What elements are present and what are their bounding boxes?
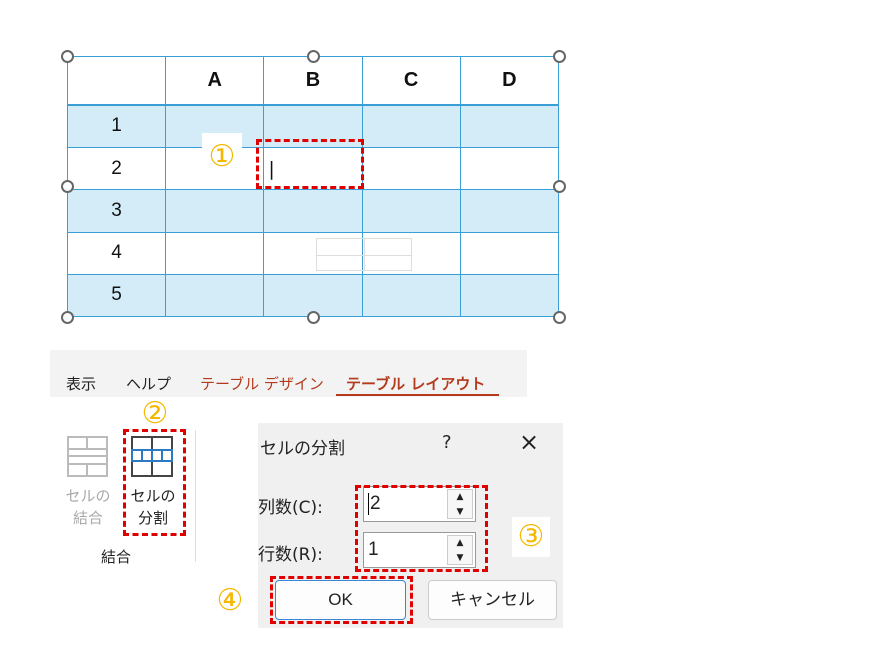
resize-handle[interactable] [307,50,320,63]
decrement-icon[interactable]: ▼ [456,553,464,563]
increment-icon[interactable]: ▲ [456,492,464,502]
row-label[interactable]: 1 [66,103,167,149]
resize-handle[interactable] [307,311,320,324]
header-cell[interactable]: D [459,56,560,106]
increment-icon[interactable]: ▲ [456,538,464,548]
active-tab-underline [336,394,499,396]
step-2-marker: ② [137,398,173,430]
split-cells-button[interactable] [131,436,173,481]
cell[interactable] [361,103,461,149]
rows-label: 行数(R): [258,545,323,565]
highlight-ok [270,576,413,624]
resize-handle[interactable] [553,311,566,324]
tab-table-layout[interactable]: テーブル レイアウト [346,375,486,393]
selected-cell[interactable]: | [263,147,363,191]
row-label[interactable]: 5 [66,273,167,318]
cell[interactable] [459,189,560,233]
split-cells-icon [131,436,173,477]
group-label-merge: 結合 [101,548,132,566]
highlight-split-button [123,429,186,536]
cell[interactable] [361,189,461,233]
cancel-button[interactable]: キャンセル [428,580,557,620]
merge-cells-icon [67,436,108,477]
close-button[interactable]: × [519,428,540,456]
group-separator [195,430,196,562]
merge-cells-label: セルの結合 [65,487,111,527]
merge-cells-button[interactable] [67,436,108,481]
columns-input[interactable]: 2 [368,493,381,515]
rows-input[interactable]: 1 [368,539,379,560]
resize-handle[interactable] [61,50,74,63]
columns-label: 列数(C): [258,498,323,518]
step-1-marker: ① [202,133,242,181]
cell[interactable] [165,273,265,318]
text-cursor: | [268,157,275,180]
cell[interactable] [165,231,265,275]
cell[interactable] [263,189,363,233]
resize-handle[interactable] [61,180,74,193]
cell[interactable] [165,189,265,233]
tab-help[interactable]: ヘルプ [126,375,172,393]
resize-handle[interactable] [61,311,74,324]
resize-handle[interactable] [553,180,566,193]
row-label[interactable]: 4 [66,231,167,275]
cell[interactable] [263,273,363,318]
step-4-marker: ④ [211,582,249,620]
ok-button[interactable]: OK [275,580,406,620]
header-cell[interactable]: B [263,56,363,106]
header-cell[interactable]: A [165,56,265,106]
header-cell[interactable]: C [361,56,461,106]
cell[interactable] [459,147,560,191]
dialog-title: セルの分割 [260,439,345,459]
cell[interactable] [361,147,461,191]
tab-table-design[interactable]: テーブル デザイン [200,375,324,393]
resize-handle[interactable] [553,50,566,63]
highlight-cell [256,139,364,189]
split-cells-label: セルの分割 [130,487,176,527]
tab-view[interactable]: 表示 [66,375,97,393]
corner-cell[interactable] [66,56,167,106]
ribbon-tabs [50,350,527,397]
cell[interactable] [459,103,560,149]
row-label[interactable]: 3 [66,189,167,233]
split-preview [316,238,412,271]
cell[interactable] [361,273,461,318]
row-label[interactable]: 2 [66,147,167,191]
step-3-marker: ③ [512,517,550,557]
cell[interactable] [459,231,560,275]
highlight-inputs [355,485,488,572]
rows-stepper[interactable]: 1 ▲ ▼ [363,532,476,568]
cell[interactable] [459,273,560,318]
decrement-icon[interactable]: ▼ [456,507,464,517]
help-button[interactable]: ? [442,432,452,453]
